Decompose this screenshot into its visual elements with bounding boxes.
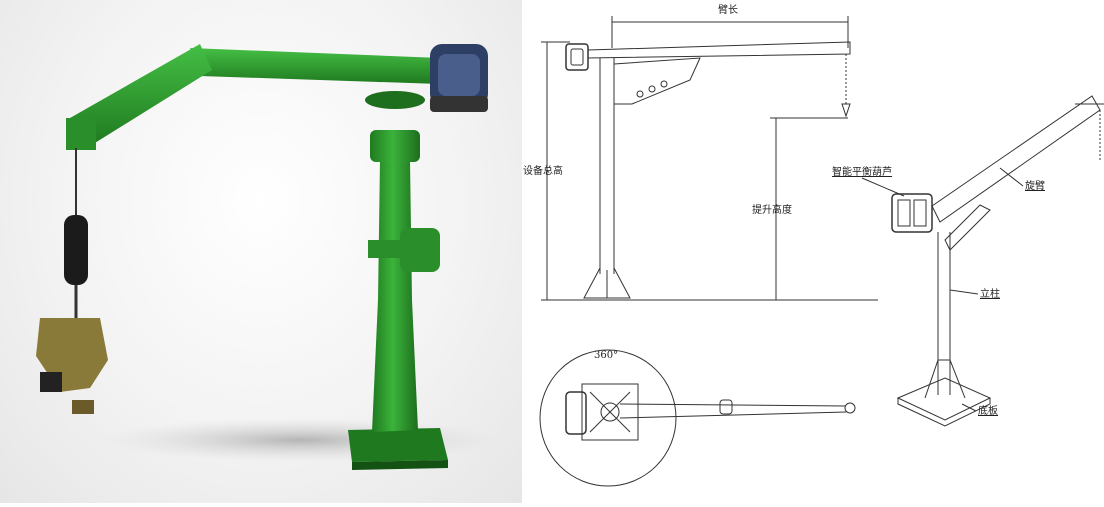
lift-height-label: 提升高度 <box>752 203 792 216</box>
boom-iso <box>931 95 1101 223</box>
base-plate-label: 底板 <box>978 404 998 417</box>
rotation-label: 360° <box>594 350 618 361</box>
boom-label: 旋臂 <box>1025 179 1045 192</box>
column-label: 立柱 <box>980 287 1000 300</box>
column-head <box>370 130 420 162</box>
base-plate-iso <box>896 377 992 421</box>
motor-housing <box>400 228 440 272</box>
rotation-circle <box>539 349 677 487</box>
slew-ring <box>365 91 425 109</box>
hoist-iso <box>891 193 933 233</box>
upper-arm <box>190 48 440 84</box>
base-plate-plan <box>581 383 639 441</box>
drawing-svg: 臂长 设备总高 提升高度 360° <box>523 3 1104 487</box>
crane-render-svg <box>36 44 500 470</box>
hoist-elevation <box>565 43 589 71</box>
pneumatic-cylinder <box>64 215 88 285</box>
arm-length-label: 臂长 <box>718 3 738 16</box>
boom-plan <box>619 403 847 407</box>
column <box>372 160 418 432</box>
base-plate <box>348 428 448 462</box>
total-height-label: 设备总高 <box>523 164 563 177</box>
balance-hoist-label: 智能平衡葫芦 <box>832 165 892 178</box>
crane-3d-render <box>0 0 522 503</box>
technical-drawings: 臂长 设备总高 提升高度 360° <box>522 0 1104 503</box>
knuckle-arm <box>70 44 212 146</box>
boom-elevation <box>587 41 851 59</box>
